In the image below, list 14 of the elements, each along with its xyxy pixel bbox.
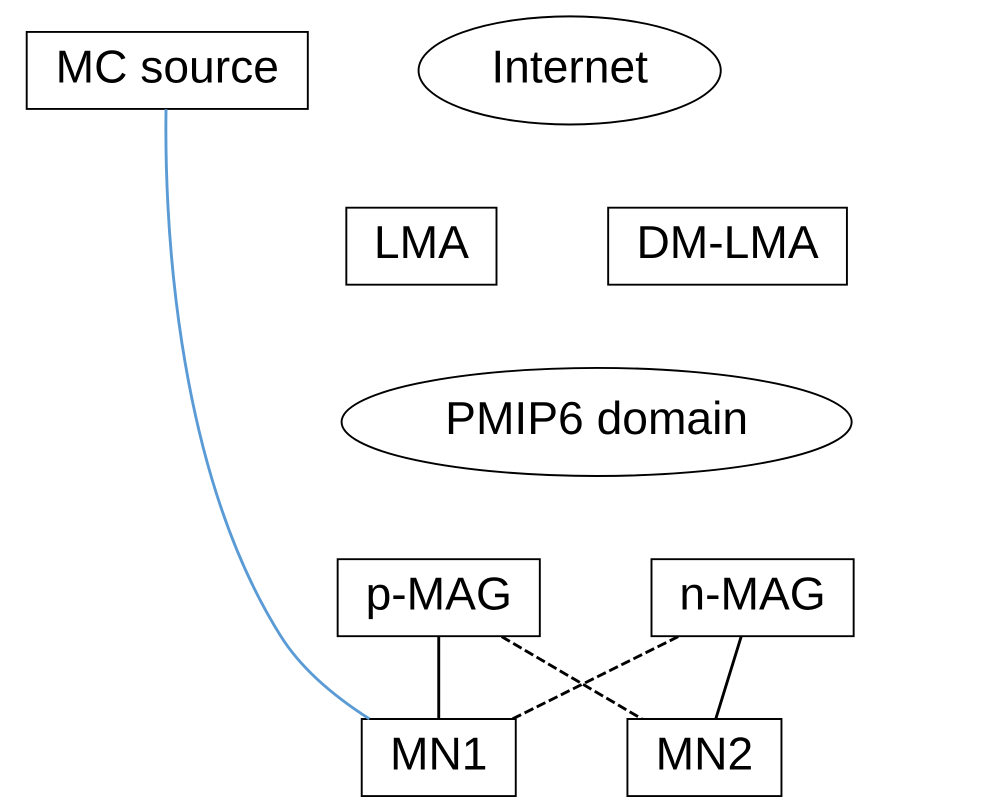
node-box: MC source	[26, 30, 309, 110]
connector	[714, 636, 743, 720]
connector	[164, 109, 370, 720]
node-ellipse: PMIP6 domain	[340, 366, 853, 477]
node-ellipse: Internet	[418, 15, 722, 126]
node-box: p-MAG	[336, 558, 541, 638]
node-box: n-MAG	[650, 558, 855, 638]
connector	[437, 636, 440, 719]
connector	[512, 635, 679, 720]
node-box: LMA	[345, 206, 498, 286]
node-box: DM-LMA	[607, 206, 848, 286]
node-box: MN2	[626, 718, 782, 797]
node-box: MN1	[360, 718, 517, 797]
connector	[500, 635, 643, 720]
